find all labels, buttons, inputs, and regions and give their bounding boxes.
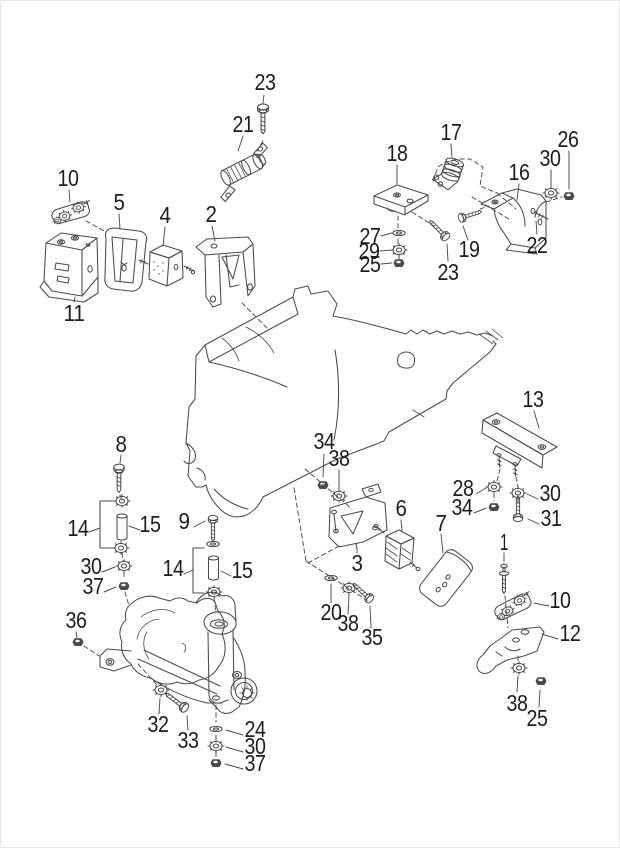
- transmission-housing-outline: [99, 591, 258, 714]
- part-label-27: 27: [360, 223, 381, 249]
- part-label-30-d: 30: [245, 733, 266, 759]
- part-label-15-b: 15: [232, 557, 253, 583]
- part-label-13: 13: [523, 386, 544, 412]
- insulator-part-13: [481, 412, 558, 477]
- washer-part-32: [152, 683, 170, 697]
- part-label-10-a: 10: [58, 165, 79, 191]
- bracket-part-16: [480, 188, 547, 255]
- bolt-part-8: [113, 463, 125, 494]
- part-label-24: 24: [245, 716, 267, 742]
- part-label-14-a: 14: [68, 515, 90, 541]
- washer-part-38-bottomright: [510, 661, 528, 675]
- part-label-37-a: 37: [83, 573, 104, 599]
- block-part-7: [419, 549, 473, 607]
- nut-part-28: [485, 480, 503, 494]
- bracket-part-18: [373, 184, 429, 216]
- part-label-15-a: 15: [140, 511, 161, 537]
- part-label-21: 21: [233, 111, 254, 137]
- part-label-23-b: 23: [438, 259, 459, 285]
- part-label-37-b: 37: [245, 750, 266, 776]
- part-label-36: 36: [66, 607, 87, 633]
- nut-part-34-right: [488, 502, 500, 512]
- part-label-35: 35: [362, 624, 383, 650]
- bracket-part-11: [39, 232, 99, 303]
- stack-part-14-right: [192, 547, 223, 599]
- part-label-17: 17: [441, 119, 462, 145]
- part-label-25-a: 25: [360, 251, 381, 277]
- part-label-20: 20: [321, 599, 342, 625]
- insulator-part-6: [373, 523, 421, 572]
- part-label-22: 22: [527, 232, 548, 258]
- stack-part-14-left: [99, 494, 131, 555]
- part-label-14-b: 14: [163, 555, 185, 581]
- nut-part-30-topright: [542, 186, 560, 200]
- insulator-part-4: [138, 244, 196, 287]
- bolt-part-19: [456, 206, 484, 224]
- part-label-30-b: 30: [540, 480, 561, 506]
- stud-part-22: [530, 207, 549, 220]
- part-label-26: 26: [558, 126, 579, 152]
- part-label-11: 11: [64, 300, 85, 326]
- bracket-part-12: [476, 626, 545, 674]
- nut-part-30-left: [115, 559, 133, 573]
- nut-part-30-right: [509, 486, 527, 500]
- insulator-part-5: [104, 227, 148, 292]
- insulator-part-17: [431, 157, 464, 191]
- part-label-38-c: 38: [338, 610, 359, 636]
- bolt-part-1: [498, 563, 510, 595]
- part-label-3: 3: [352, 550, 363, 576]
- assembly-dashed-lines: [83, 140, 563, 758]
- part-labels: 23 21 17 18 26 30 16 10 5 4 2 27 29 25 1…: [58, 69, 582, 776]
- nut-part-30-bottom: [207, 739, 225, 753]
- part-label-9: 9: [179, 508, 190, 534]
- nut-part-34-center: [317, 480, 329, 490]
- bolt-part-9: [206, 514, 220, 548]
- plate-part-10-lower: [491, 591, 535, 622]
- washer-part-38-center: [330, 489, 348, 503]
- part-label-25-b: 25: [527, 705, 548, 731]
- part-label-8: 8: [116, 431, 127, 457]
- nut-part-37-bottom: [210, 758, 222, 768]
- part-label-4: 4: [160, 202, 172, 228]
- part-label-32: 32: [148, 711, 169, 737]
- nut-part-29: [390, 243, 408, 257]
- part-label-5: 5: [114, 189, 125, 215]
- part-label-38-d: 38: [507, 690, 528, 716]
- part-label-18: 18: [387, 140, 408, 166]
- washer-part-24: [209, 725, 223, 733]
- part-label-34-a: 34: [314, 428, 336, 454]
- part-label-38-a: 38: [329, 445, 350, 471]
- nut-part-37-left: [118, 581, 130, 591]
- bracket-part-3: [328, 483, 388, 550]
- part-label-16: 16: [509, 159, 530, 185]
- bracket-part-2: [195, 236, 256, 308]
- part-label-10-b: 10: [550, 587, 571, 613]
- clamp-part-21: [220, 142, 268, 203]
- part-label-6: 6: [396, 495, 407, 521]
- part-label-23-a: 23: [255, 69, 276, 95]
- part-label-31: 31: [541, 505, 562, 531]
- nut-part-26: [563, 191, 575, 201]
- part-label-30-c: 30: [81, 553, 102, 579]
- part-label-34-b: 34: [452, 494, 474, 520]
- engine-block-outline: [183, 285, 504, 518]
- part-label-29: 29: [359, 238, 380, 264]
- part-label-12: 12: [560, 620, 581, 646]
- part-label-19: 19: [459, 236, 480, 262]
- nut-part-25-bottomright: [535, 676, 547, 686]
- washer-part-27: [392, 229, 406, 237]
- part-label-28: 28: [453, 475, 474, 501]
- label-leader-lines: [68, 94, 570, 770]
- part-label-33: 33: [178, 727, 199, 753]
- nut-part-36: [72, 637, 84, 647]
- phantom-outline: [432, 158, 517, 220]
- part-label-30-a: 30: [540, 145, 561, 171]
- part-label-1: 1: [500, 529, 508, 555]
- nut-part-25-upper: [393, 258, 405, 268]
- bolt-part-23-right: [425, 216, 452, 243]
- bolt-part-23-top: [256, 103, 270, 135]
- part-label-2: 2: [206, 201, 217, 227]
- part-label-7: 7: [436, 510, 447, 536]
